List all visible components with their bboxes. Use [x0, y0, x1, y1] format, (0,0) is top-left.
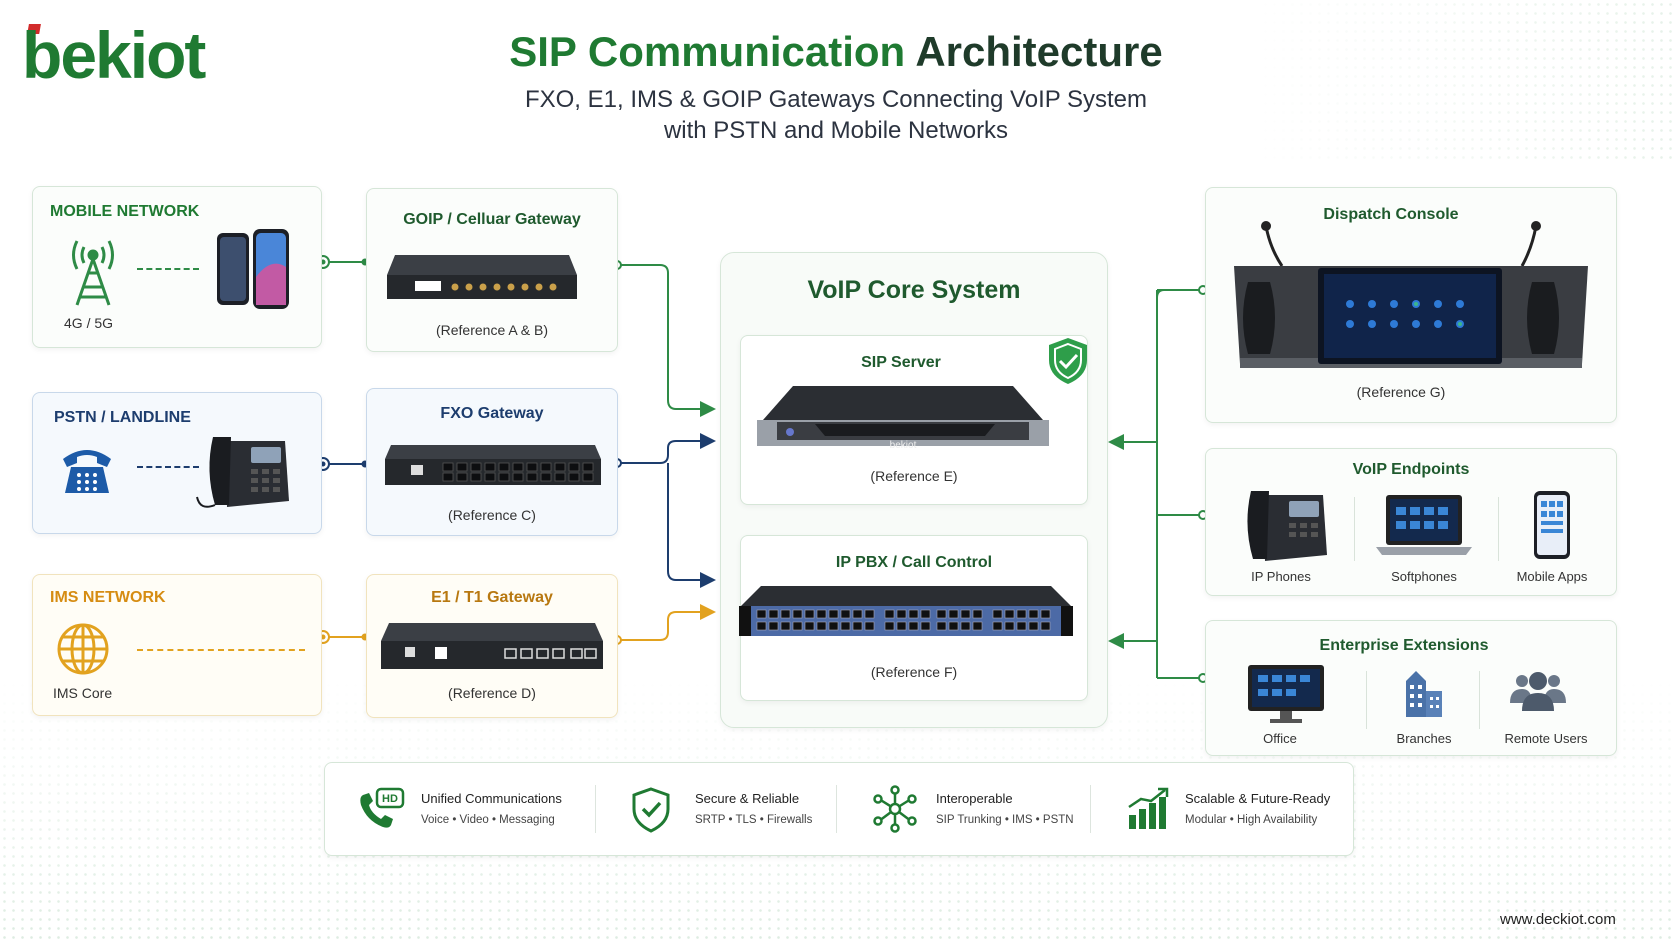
- divider: [836, 785, 837, 833]
- ip-pbx-ref: (Reference F): [870, 664, 958, 680]
- website-link[interactable]: www.deckiot.com: [1500, 911, 1616, 928]
- mobile-network-title: MOBILE NETWORK: [50, 203, 200, 220]
- ims-core-caption: IMS Core: [53, 685, 113, 701]
- remote-users-icon: [1510, 672, 1566, 711]
- pstn-landline-title: PSTN / LANDLINE: [54, 409, 191, 426]
- enterprise-item-label: Remote Users: [1504, 731, 1588, 746]
- page-title: SIP Communication Architecture: [509, 28, 1163, 75]
- e1-t1-gateway-ref: (Reference D): [448, 685, 536, 701]
- enterprise-item-label: Office: [1263, 731, 1297, 746]
- mobile-app-icon: [1534, 491, 1570, 559]
- softphone-laptop-icon: [1376, 495, 1472, 555]
- enterprise-extensions-title: Enterprise Extensions: [1319, 637, 1489, 654]
- fxo-gateway-title: FXO Gateway: [440, 405, 544, 422]
- growth-chart-icon: [1128, 787, 1169, 829]
- sip-server-card: SIP Server bekiot (Reference E): [740, 335, 1088, 505]
- ip-phone-icon: [1247, 491, 1327, 561]
- mobile-network-card: MOBILE NETWORK 4G / 5G: [32, 186, 322, 348]
- voip-core-title: VoIP Core System: [807, 276, 1021, 304]
- shield-check-icon: [632, 787, 670, 833]
- divider: [1366, 671, 1367, 729]
- pstn-landline-card: PSTN / LANDLINE: [32, 392, 322, 534]
- dispatch-console-card: Dispatch Console (Reference G): [1205, 187, 1617, 423]
- globe-icon: [57, 623, 109, 675]
- dotted-corner-background: [1252, 0, 1672, 160]
- desk-phone-icon: [196, 437, 289, 508]
- dispatch-console-ref: (Reference G): [1356, 384, 1446, 400]
- office-monitor-icon: [1248, 665, 1324, 723]
- cell-tower-icon: [72, 240, 114, 306]
- ims-network-title: IMS NETWORK: [50, 589, 166, 606]
- fxo-device-icon: [385, 445, 601, 485]
- sip-server-ref: (Reference E): [870, 468, 958, 484]
- voip-endpoint-label: Softphones: [1391, 569, 1457, 584]
- voip-endpoint-label: IP Phones: [1251, 569, 1311, 584]
- goip-device-icon: [387, 255, 577, 299]
- feature-subtitle: SIP Trunking • IMS • PSTN: [936, 814, 1074, 826]
- svg-text:bekiot: bekiot: [22, 18, 206, 90]
- svg-text:HD: HD: [382, 793, 398, 805]
- feature-bar: HD Unified Communications Voice • Video …: [324, 762, 1354, 856]
- mobile-network-caption: 4G / 5G: [64, 315, 114, 331]
- dashed-link: [137, 649, 305, 651]
- feature-title: Scalable & Future-Ready: [1185, 791, 1331, 806]
- svg-text:bekiot: bekiot: [890, 440, 917, 451]
- feature-subtitle: SRTP • TLS • Firewalls: [695, 814, 813, 826]
- ip-pbx-title: IP PBX / Call Control: [835, 554, 993, 571]
- buildings-icon: [1406, 671, 1442, 717]
- voip-core-system-card: VoIP Core System SIP Server bekiot (Refe…: [720, 252, 1108, 728]
- sip-server-title: SIP Server: [861, 354, 941, 371]
- bekiot-logo: bekiot: [22, 18, 208, 90]
- dispatch-console-title: Dispatch Console: [1323, 206, 1459, 223]
- e1-device-icon: [381, 623, 603, 669]
- e1-t1-gateway-title: E1 / T1 Gateway: [431, 589, 553, 606]
- feature-title: Interoperable: [936, 791, 1013, 806]
- goip-gateway-ref: (Reference A & B): [435, 322, 549, 338]
- security-shield-icon: [1049, 338, 1087, 384]
- dispatch-console-icon: [1234, 221, 1588, 368]
- fxo-gateway-card: FXO Gateway (Reference C): [366, 388, 618, 536]
- e1-t1-gateway-card: E1 / T1 Gateway (Reference D): [366, 574, 618, 718]
- feature-title: Unified Communications: [421, 791, 562, 806]
- smartphones-icon: [217, 229, 289, 309]
- voip-endpoints-card: VoIP Endpoints IP Phones Softphones Mobi…: [1205, 448, 1617, 596]
- ims-network-card: IMS NETWORK IMS Core: [32, 574, 322, 716]
- dashed-link: [137, 466, 199, 468]
- hd-phone-icon: HD: [360, 787, 405, 828]
- dashed-link: [137, 268, 199, 270]
- enterprise-extensions-card: Enterprise Extensions Office Branches Re…: [1205, 620, 1617, 756]
- ip-pbx-card: IP PBX / Call Control (Reference F): [739, 535, 1088, 701]
- feature-subtitle: Voice • Video • Messaging: [421, 814, 555, 826]
- voip-endpoints-title: VoIP Endpoints: [1352, 461, 1470, 478]
- divider: [595, 785, 596, 833]
- network-hub-icon: [873, 785, 917, 833]
- goip-gateway-title: GOIP / Celluar Gateway: [403, 211, 581, 228]
- sip-server-device-icon: bekiot: [757, 386, 1049, 451]
- goip-gateway-card: GOIP / Celluar Gateway (Reference A & B): [366, 188, 618, 352]
- feature-subtitle: Modular • High Availability: [1185, 814, 1318, 826]
- voip-endpoint-label: Mobile Apps: [1516, 569, 1588, 584]
- telephone-icon: [63, 450, 111, 493]
- feature-title: Secure & Reliable: [695, 791, 800, 806]
- fxo-gateway-ref: (Reference C): [448, 507, 536, 523]
- enterprise-item-label: Branches: [1396, 731, 1452, 746]
- divider: [1498, 497, 1499, 561]
- divider: [1090, 785, 1091, 833]
- divider: [1354, 497, 1355, 561]
- divider: [1479, 671, 1480, 729]
- page-subtitle: FXO, E1, IMS & GOIP Gateways Connecting …: [524, 86, 1148, 144]
- ip-pbx-device-icon: [739, 586, 1073, 636]
